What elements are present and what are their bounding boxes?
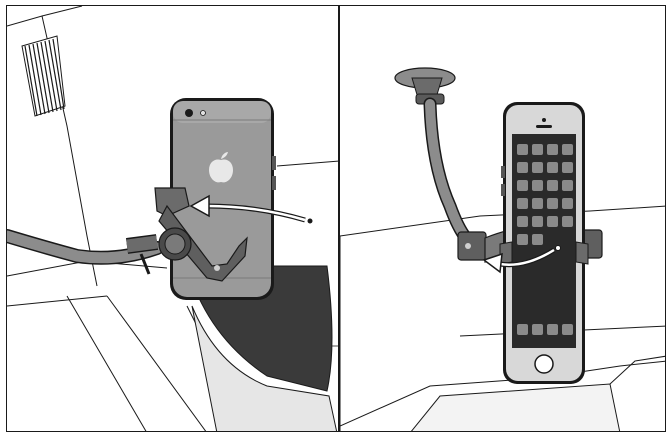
cradle-front-arms: [499, 241, 589, 265]
apple-logo-icon: [209, 152, 233, 183]
cradle-clip: [154, 187, 248, 282]
home-button-icon: [534, 354, 554, 374]
suction-cup-icon: [394, 67, 456, 105]
app-grid: [517, 144, 573, 335]
left-illustration: [7, 6, 338, 431]
rotate-arrow-icon: [482, 245, 561, 274]
vent-grille: [24, 38, 65, 117]
gooseneck-arm: [7, 229, 164, 275]
gooseneck-arm-right: [423, 97, 473, 245]
left-panel: [6, 5, 339, 432]
phone-front: [501, 102, 585, 384]
right-panel: [339, 5, 666, 432]
rotate-arrow-icon: [189, 194, 313, 224]
right-illustration: [340, 67, 665, 431]
camera-lens-icon: [185, 109, 193, 117]
